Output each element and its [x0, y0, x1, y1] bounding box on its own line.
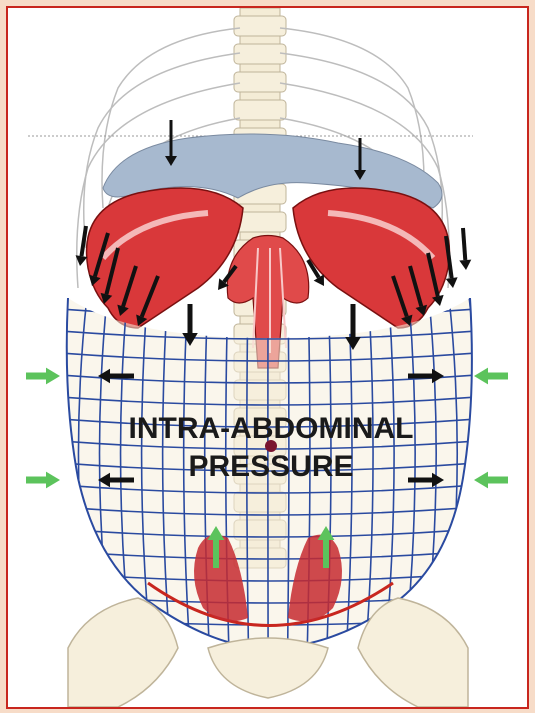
diagram-frame: INTRA-ABDOMINAL PRESSURE — [6, 6, 529, 709]
label-line1: INTRA-ABDOMINAL — [129, 412, 414, 445]
abdominal-pressure-diagram: INTRA-ABDOMINAL PRESSURE — [8, 8, 527, 707]
arrow-diaphragm — [446, 236, 458, 288]
vertebra — [234, 100, 286, 120]
vertebra — [234, 44, 286, 64]
arrow-inward-green — [26, 368, 60, 385]
vertebra — [234, 72, 286, 92]
label-line2: PRESSURE — [188, 450, 353, 483]
arrow-inward-green — [474, 472, 508, 489]
arrow-inward-green — [474, 368, 508, 385]
vertebra — [234, 16, 286, 36]
arrow-inward-green — [26, 472, 60, 489]
arrow-diaphragm — [459, 228, 471, 270]
